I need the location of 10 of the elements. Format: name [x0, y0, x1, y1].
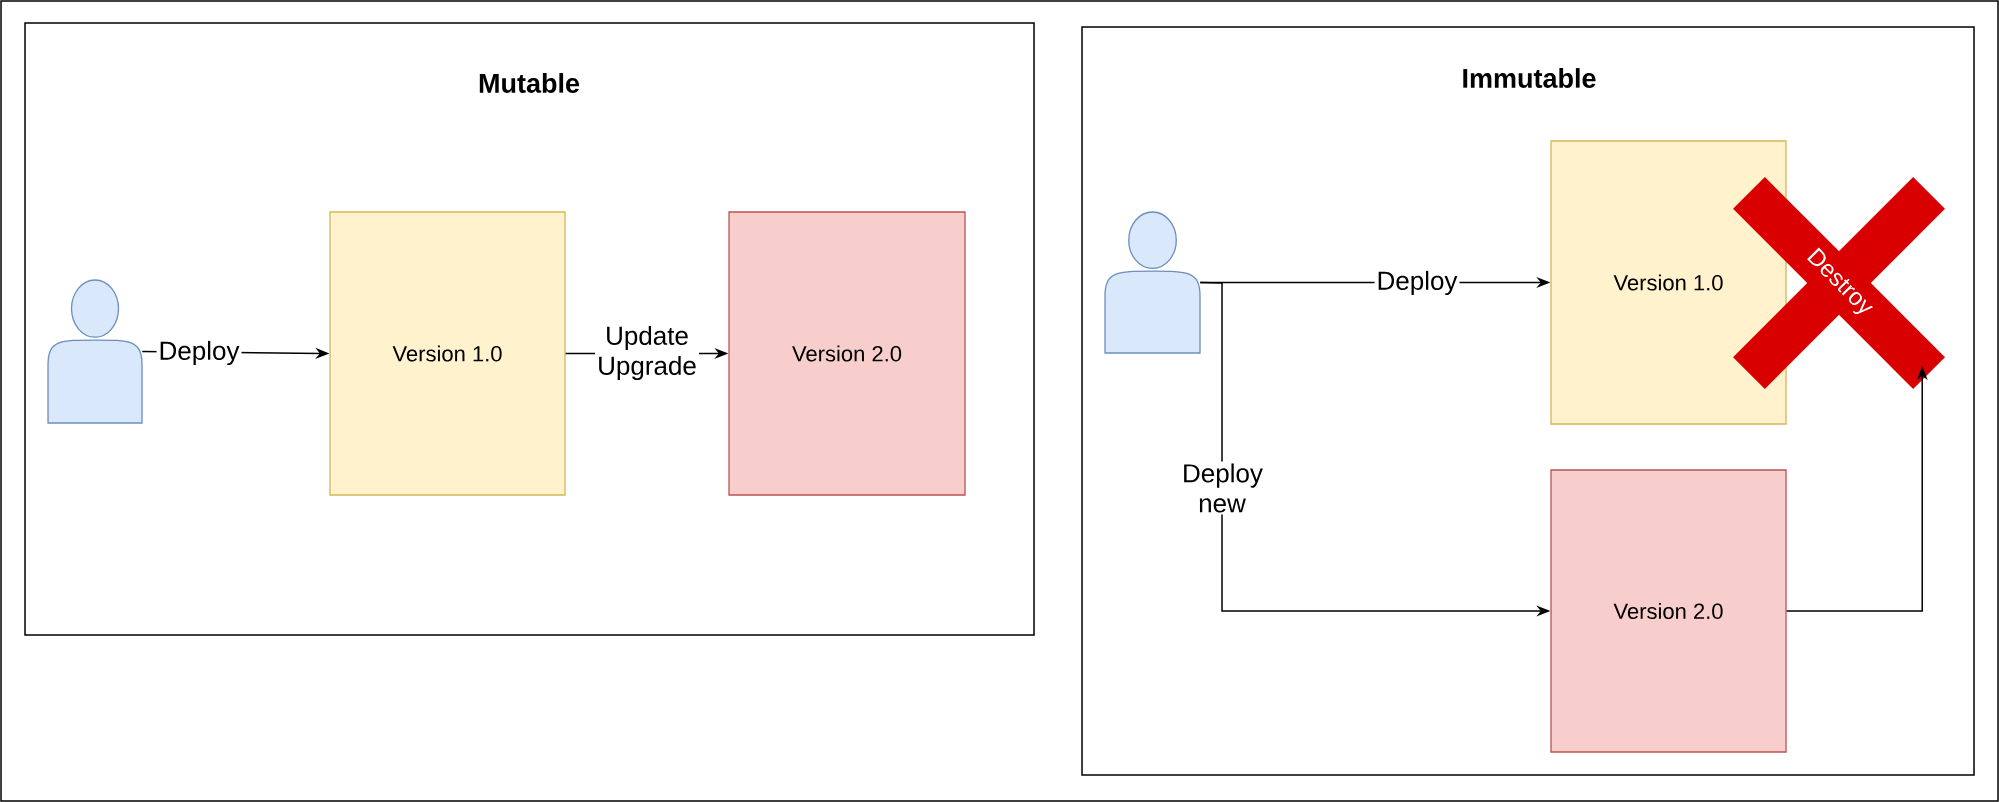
version-box: Version 2.0 — [1550, 469, 1787, 753]
person-icon — [47, 279, 143, 424]
edge-label: Update Upgrade — [595, 323, 699, 383]
person-icon — [1104, 211, 1201, 354]
version-box: Version 1.0 — [1550, 140, 1787, 425]
version-box: Version 1.0 — [329, 211, 566, 496]
edge-label: Deploy — [156, 338, 242, 368]
version-box: Version 2.0 — [728, 211, 966, 496]
edge-label: Deploy new — [1180, 461, 1264, 515]
edge-label: Deploy — [1374, 268, 1460, 298]
